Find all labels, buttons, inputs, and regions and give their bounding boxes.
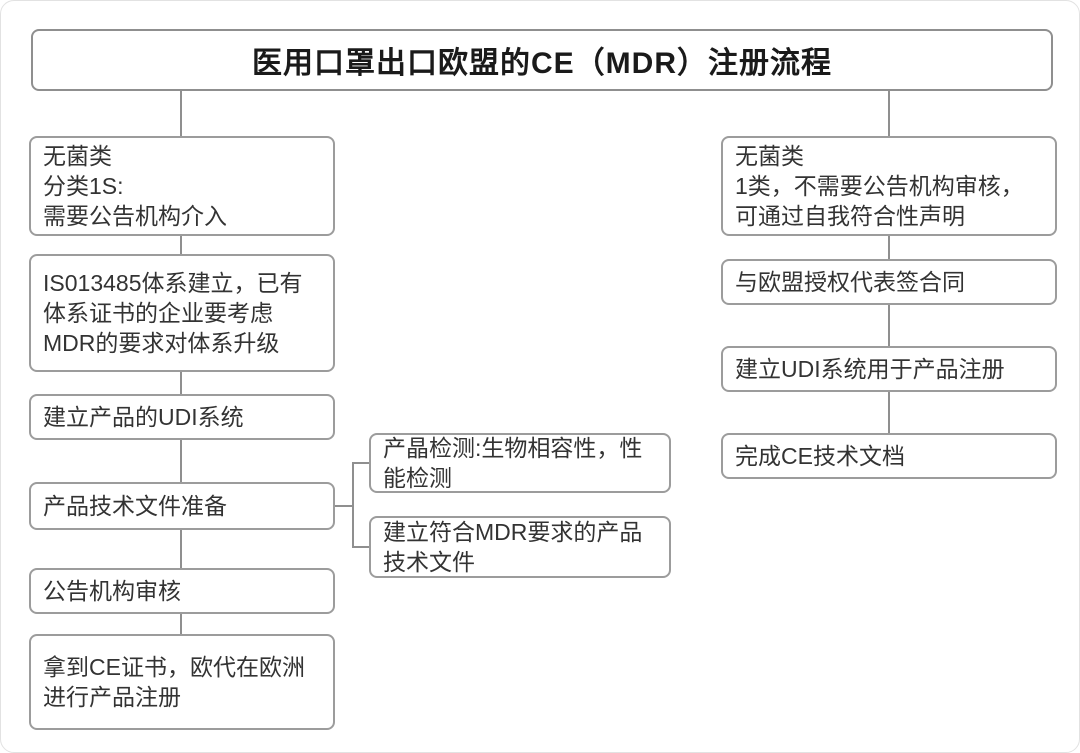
node-left-iso13485: IS013485体系建立，已有 体系证书的企业要考虑 MDR的要求对体系升级 [29,254,335,372]
flowchart-title: 医用口罩出口欧盟的CE（MDR）注册流程 [252,47,832,80]
connector-left-2-3 [180,372,182,394]
node-text: 无菌类 分类1S: 需要公告机构介入 [43,143,227,229]
connector-title-to-right [888,91,890,136]
connector-left-4-5 [180,530,182,568]
node-text: IS013485体系建立，已有 体系证书的企业要考虑 MDR的要求对体系升级 [43,270,303,356]
node-text: 公告机构审核 [43,578,181,604]
connector-left-1-2 [180,236,182,254]
node-text: 建立符合MDR要求的产品 技术文件 [383,519,643,575]
node-left-notified-body-audit: 公告机构审核 [29,568,335,614]
node-mid-mdr-technical-file: 建立符合MDR要求的产品 技术文件 [369,516,671,578]
node-text: 建立产品的UDI系统 [43,404,244,430]
node-text: 产品技术文件准备 [43,493,227,519]
connector-right-2-3 [888,305,890,346]
node-text: 拿到CE证书，欧代在欧洲 进行产品注册 [43,654,305,710]
node-right-eu-rep-contract: 与欧盟授权代表签合同 [721,259,1057,305]
node-text: 完成CE技术文档 [735,443,905,469]
connector-title-to-left [180,91,182,136]
node-left-ce-certificate: 拿到CE证书，欧代在欧洲 进行产品注册 [29,634,335,730]
node-right-classification: 无菌类 1类，不需要公告机构审核， 可通过自我符合性声明 [721,136,1057,236]
node-left-udi-system: 建立产品的UDI系统 [29,394,335,440]
node-mid-product-testing: 产晶检测:生物相容性，性 能检测 [369,433,671,493]
node-text: 无菌类 1类，不需要公告机构审核， 可通过自我符合性声明 [735,143,1024,229]
node-text: 产晶检测:生物相容性，性 能检测 [383,435,643,491]
node-right-udi-registration: 建立UDI系统用于产品注册 [721,346,1057,392]
connector-branch-to-testing [353,462,369,464]
connector-right-3-4 [888,392,890,433]
node-left-classification: 无菌类 分类1S: 需要公告机构介入 [29,136,335,236]
node-right-ce-documentation: 完成CE技术文档 [721,433,1057,479]
connector-left-3-4 [180,440,182,482]
connector-branch-vertical [352,462,354,548]
connector-branch-to-mdrfile [353,546,369,548]
connector-left-5-6 [180,614,182,634]
node-text: 建立UDI系统用于产品注册 [735,356,1005,382]
connector-right-1-2 [888,236,890,259]
flowchart-title-box: 医用口罩出口欧盟的CE（MDR）注册流程 [31,29,1053,91]
connector-techfile-branch [335,505,353,507]
node-text: 与欧盟授权代表签合同 [735,269,965,295]
node-left-technical-file-prep: 产品技术文件准备 [29,482,335,530]
